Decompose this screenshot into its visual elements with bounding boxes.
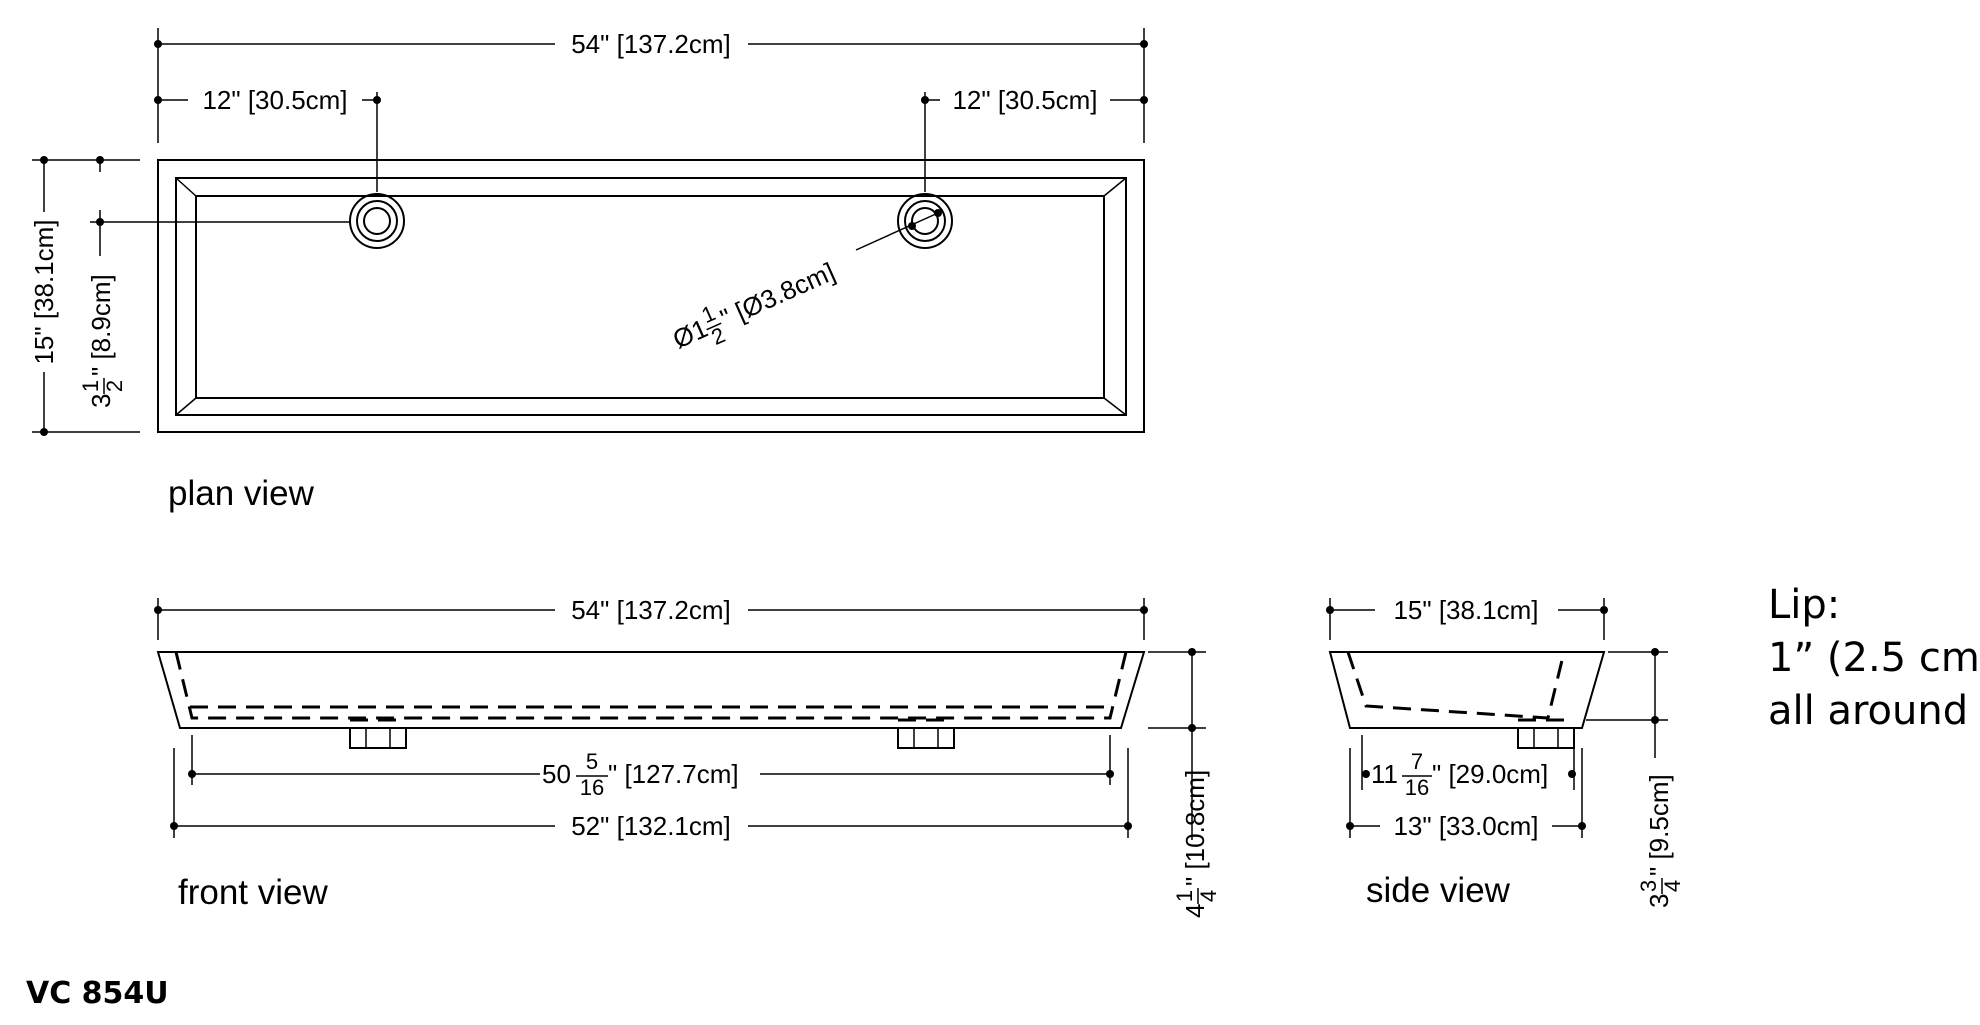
side-view: 15" [38.1cm] 11 7 16 " [29.0cm] 1 <box>1326 595 1685 910</box>
right-drain-icon <box>897 193 953 249</box>
front-view-label: front view <box>178 873 328 912</box>
lip-note-line1: Lip: <box>1768 582 1840 628</box>
front-height-rest: " [10.8cm] <box>1180 770 1210 886</box>
side-height-whole: 3 <box>1644 894 1674 908</box>
plan-left-drain-offset-label: 12" [30.5cm] <box>202 85 347 115</box>
front-height-whole: 4 <box>1180 904 1210 918</box>
plan-setback-whole: 3 <box>86 394 116 408</box>
model-number: VC 854U <box>26 976 169 1011</box>
side-drain-stub <box>1517 718 1575 749</box>
front-right-drain-stub <box>897 718 955 749</box>
plan-setback-num: 1 <box>78 380 103 392</box>
left-drain-icon <box>349 193 405 249</box>
side-top-depth-label: 15" [38.1cm] <box>1393 595 1538 625</box>
plan-outer-rim <box>157 159 1145 433</box>
side-basin-hidden-line <box>1346 651 1566 720</box>
front-view: 54" [137.2cm] 50 5 16 <box>154 595 1221 918</box>
plan-setback-rest: " [8.9cm] <box>86 274 116 376</box>
side-inner-whole: 11 <box>1371 759 1398 789</box>
plan-view: 54" [137.2cm] 12" [30.5cm] 12" [30.5cm] … <box>29 28 1148 513</box>
front-body-outline <box>156 651 1146 729</box>
plan-basin-floor <box>195 195 1105 399</box>
side-inner-rest: " [29.0cm] <box>1432 759 1548 789</box>
side-bottom-depth-label: 13" [33.0cm] <box>1393 811 1538 841</box>
front-left-drain-stub <box>349 718 407 749</box>
front-top-width-label: 54" [137.2cm] <box>571 595 731 625</box>
side-inner-den: 16 <box>1405 775 1429 800</box>
front-spacing-num: 5 <box>586 749 598 774</box>
front-spacing-rest: " [127.7cm] <box>608 759 739 789</box>
side-view-label: side view <box>1366 871 1511 910</box>
plan-setback-den: 2 <box>102 380 127 392</box>
lip-note: Lip: 1” (2.5 cm) all around <box>1768 582 1980 734</box>
front-height-num: 1 <box>1172 890 1197 902</box>
plan-overall-width-label: 54" [137.2cm] <box>571 29 731 59</box>
side-height-den: 4 <box>1660 880 1685 892</box>
lip-note-line2: 1” (2.5 cm) <box>1768 635 1980 681</box>
plan-view-label: plan view <box>168 474 315 513</box>
plan-basin-edge <box>175 177 1127 416</box>
front-height-den: 4 <box>1196 890 1221 902</box>
side-height-num: 3 <box>1636 880 1661 892</box>
front-spacing-den: 16 <box>580 775 604 800</box>
plan-drain-dia-rest: " [Ø3.8cm] <box>716 256 840 333</box>
side-height-rest: " [9.5cm] <box>1644 774 1674 876</box>
plan-right-drain-offset-label: 12" [30.5cm] <box>952 85 1097 115</box>
front-bottom-width-label: 52" [132.1cm] <box>571 811 731 841</box>
side-body-outline <box>1328 651 1606 729</box>
plan-overall-depth-label: 15" [38.1cm] <box>29 219 59 364</box>
lip-note-line3: all around <box>1768 688 1968 734</box>
front-basin-hidden-line <box>174 651 1128 720</box>
side-inner-num: 7 <box>1411 749 1423 774</box>
front-spacing-whole: 50 <box>542 759 571 789</box>
